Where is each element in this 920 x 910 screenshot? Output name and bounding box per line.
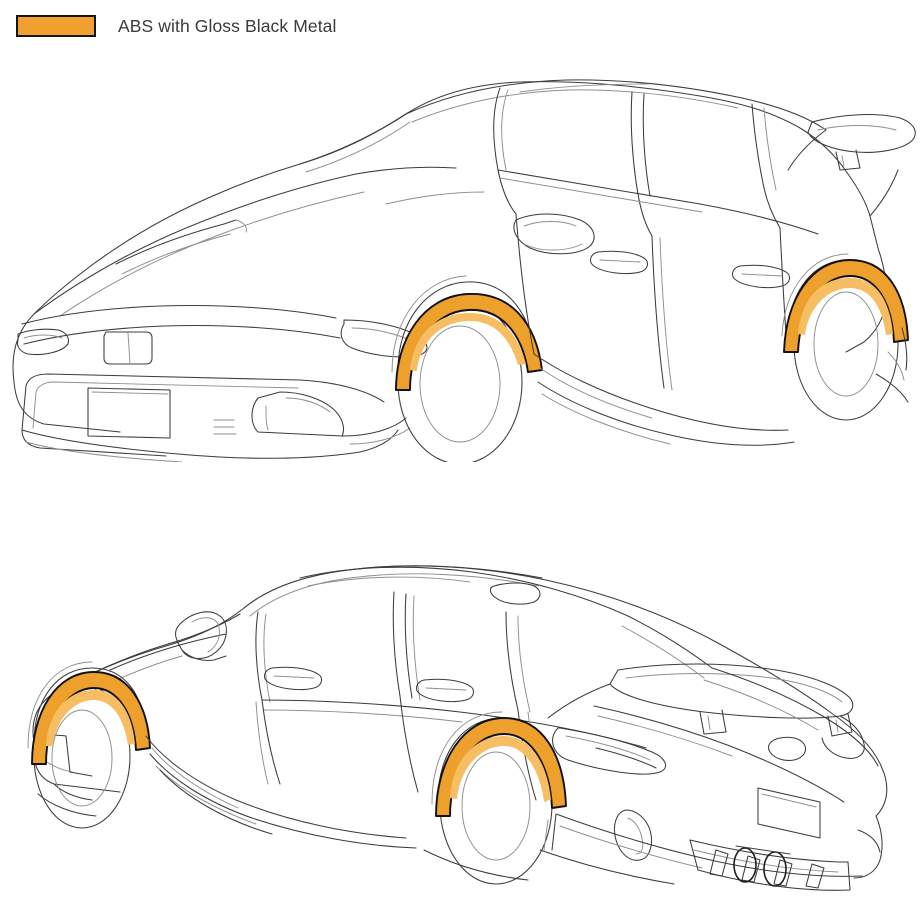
legend-label: ABS with Gloss Black Metal [118,15,337,36]
trunk-lid [593,667,879,839]
front-fascia [17,304,428,462]
front-fender-flare[interactable] [31,671,151,765]
rear-three-quarter-view [0,520,920,910]
tail-lights [552,727,667,861]
greenhouse [299,79,827,237]
rear-lower-trim [875,327,909,403]
rear-three-quarter-car-drawing [27,565,888,891]
rear-lower-trim [423,813,557,881]
hood [33,166,485,317]
doors [513,213,791,391]
legend-color-swatch [16,15,96,37]
legend: ABS with Gloss Black Metal [0,0,920,52]
side-skirt [145,735,417,849]
rear-bumper [539,813,883,885]
rear-diffuser [689,839,851,891]
greenhouse [243,565,713,749]
rear-fender-flare[interactable] [435,717,567,817]
rear-fender-flare[interactable] [783,259,909,353]
front-three-quarter-car-drawing [12,79,916,462]
rear-wing-spoiler [547,663,865,759]
rear-wing-spoiler [787,113,916,217]
side-skirt [533,353,795,446]
side-mirror [175,611,227,661]
front-three-quarter-view [0,52,920,462]
doors [255,666,547,803]
